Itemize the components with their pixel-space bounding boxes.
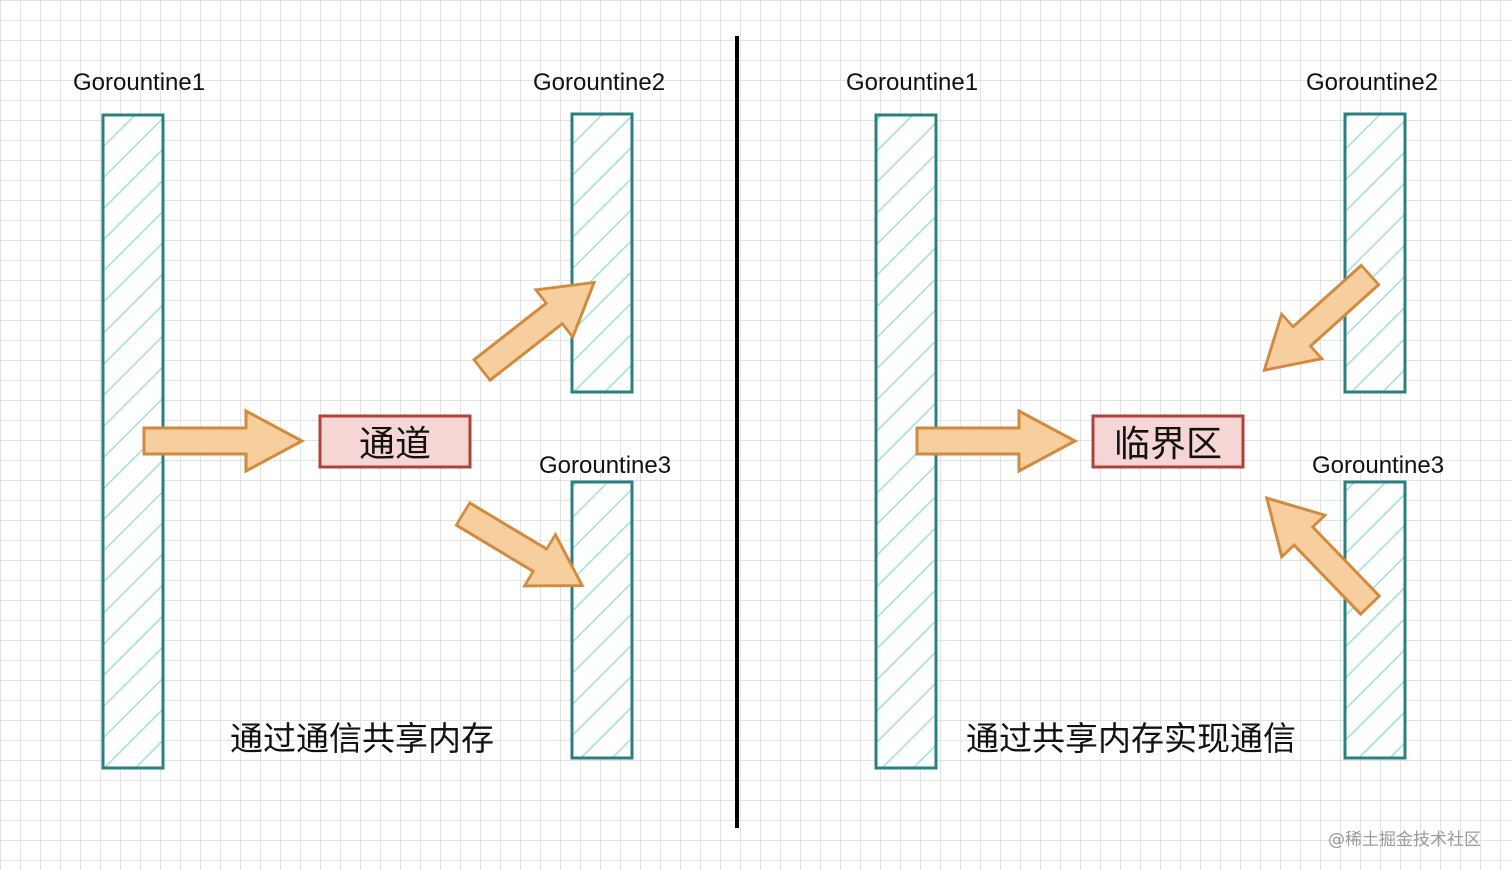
right-goroutine2-label: Gorountine2: [1306, 69, 1439, 96]
right-hub-box: [1091, 414, 1245, 469]
left-hub-label: 通道: [359, 424, 431, 465]
right-caption: 通过共享内存实现通信: [966, 719, 1296, 758]
left-goroutine1-label: Gorountine1: [73, 69, 206, 96]
right-goroutine3-bar: [1343, 480, 1407, 760]
right-arrow-to-hub: [915, 409, 1077, 473]
left-goroutine2-label: Gorountine2: [533, 69, 666, 96]
left-goroutine3-bar: [570, 480, 634, 760]
left-caption: 通过通信共享内存: [230, 719, 494, 758]
right-goroutine3-label: Gorountine3: [1312, 452, 1445, 479]
right-goroutine2-bar: [1343, 112, 1407, 394]
left-goroutine2-bar: [570, 112, 634, 394]
left-hub-box: [318, 414, 472, 469]
left-goroutine3-label: Gorountine3: [539, 452, 672, 479]
left-arrow-to-hub: [142, 409, 304, 473]
right-hub-label: 临界区: [1114, 424, 1222, 465]
right-goroutine1-label: Gorountine1: [846, 69, 979, 96]
watermark: @稀土掘金技术社区: [1328, 830, 1481, 850]
